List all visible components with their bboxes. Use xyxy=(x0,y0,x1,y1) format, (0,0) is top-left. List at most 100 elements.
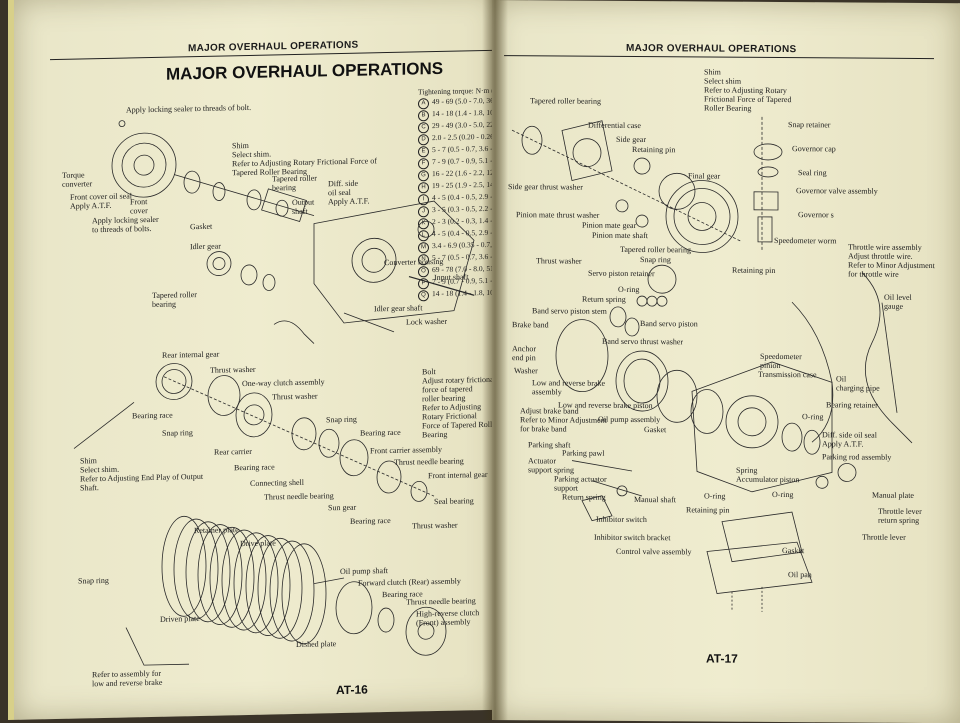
label-washer: Washer xyxy=(514,366,538,376)
label-refer-assembly: Refer to assembly for low and reverse br… xyxy=(92,668,163,689)
label-retaining-pin-3: Retaining pin xyxy=(686,505,730,515)
label-side-gear: Side gear xyxy=(616,134,646,145)
label-oil-level-gauge: Oil level gauge xyxy=(884,292,912,311)
torque-converter-shape xyxy=(111,132,177,198)
label-tapered-roller-bearing-1: Tapered roller bearing xyxy=(530,96,601,106)
label-manual-plate: Manual plate xyxy=(872,490,914,500)
bolt-shape xyxy=(118,120,126,128)
throttle-wire-shape xyxy=(861,272,913,444)
label-dished-plate: Dished plate xyxy=(296,639,337,649)
label-shim: Shim Select shim Refer to Adjusting Rota… xyxy=(704,67,792,113)
label-diff-side-oil-seal: Diff. side oil seal Apply A.T.F. xyxy=(822,430,877,449)
label-return-spring-2: Return spring xyxy=(562,492,606,502)
label-front-carrier: Front carrier assembly xyxy=(370,444,442,456)
oil-pump-shape xyxy=(690,389,724,434)
label-snap-ring-2: Snap ring xyxy=(326,414,357,425)
transmission-case-shape xyxy=(691,361,833,493)
clutch-plate-stack xyxy=(161,515,327,645)
forward-clutch-shape xyxy=(335,581,373,635)
label-side-gear-thrust-washer: Side gear thrust washer xyxy=(508,182,583,192)
label-o-ring-3: O-ring xyxy=(704,491,726,501)
label-governor-cap: Governor cap xyxy=(792,144,836,154)
converter-housing-shape xyxy=(313,200,475,324)
label-seal-bearing: Seal bearing xyxy=(434,496,474,507)
label-thrust-washer-2: Thrust washer xyxy=(272,391,318,402)
label-connecting-shell: Connecting shell xyxy=(250,477,304,488)
label-anchor-end-pin: Anchor end pin xyxy=(512,344,536,363)
left-page: MAJOR OVERHAUL OPERATIONS MAJOR OVERHAUL… xyxy=(8,0,529,720)
label-diff-side-oil-seal: Diff. side oil seal Apply A.T.F. xyxy=(328,178,370,207)
label-low-reverse-piston: Low and reverse brake piston xyxy=(558,400,653,411)
label-o-ring-4: O-ring xyxy=(772,489,794,500)
right-page: MAJOR OVERHAUL OPERATIONS xyxy=(492,0,960,723)
label-oil-pan: Oil pan xyxy=(788,570,812,580)
label-retaining-pin-2: Retaining pin xyxy=(732,265,776,275)
label-governor-shaft: Governor s xyxy=(798,210,834,220)
governor-valve-shape xyxy=(753,191,779,211)
label-speedometer-pinion: Speedometer pinion xyxy=(760,351,802,371)
label-rear-internal-gear: Rear internal gear xyxy=(162,349,220,360)
label-speedometer-worm: Speedometer worm xyxy=(774,235,837,246)
side-gear-shape xyxy=(658,172,696,210)
label-band-servo-piston-stem: Band servo piston stem xyxy=(532,306,607,316)
front-carrier-shape xyxy=(339,439,369,477)
inhibitor-switch-shape xyxy=(581,495,613,522)
differential-case-shape xyxy=(561,120,613,182)
label-rear-carrier: Rear carrier xyxy=(214,446,252,457)
label-front-cover-oil-seal: Front cover oil seal Apply A.T.F. xyxy=(70,191,132,211)
governor-cap-shape xyxy=(753,143,783,161)
label-spring-accumulator: Spring Accumulator piston xyxy=(736,465,800,485)
label-low-reverse-brake: Low and reverse brake assembly xyxy=(532,378,606,397)
label-idler-gear: Idler gear xyxy=(190,241,221,252)
label-o-ring-1: O-ring xyxy=(618,284,640,295)
label-brake-band: Brake band xyxy=(512,320,549,330)
label-band-servo-piston: Band servo piston xyxy=(640,319,698,329)
label-final-gear: Final gear xyxy=(688,171,721,181)
final-gear-shape xyxy=(665,180,739,253)
idler-gear-shape xyxy=(206,251,232,276)
label-bearing-race-4: Bearing race xyxy=(350,515,391,526)
label-actuator-support-spring: Actuator support spring xyxy=(528,456,574,475)
label-pinion-mate-thrust-washer: Pinion mate thrust washer xyxy=(516,210,600,220)
label-output-shaft: Output shaft xyxy=(292,197,315,217)
label-gasket-2: Gasket xyxy=(782,546,805,556)
low-reverse-brake-shape xyxy=(615,350,669,412)
label-parking-rod: Parking rod assembly xyxy=(822,452,892,462)
label-band-servo-thrust-washer: Band servo thrust washer xyxy=(602,336,684,347)
label-locking-sealer-b: Apply locking sealer to threads of bolts… xyxy=(92,214,159,235)
label-adjust-brake-band: Adjust brake band Refer to Minor Adjustm… xyxy=(520,406,607,434)
label-idler-gear-shaft: Idler gear shaft xyxy=(374,303,423,314)
label-retaining-pin-1: Retaining pin xyxy=(632,144,676,155)
label-snap-ring-1: Snap ring xyxy=(162,428,193,438)
label-servo-piston-retainer: Servo piston retainer xyxy=(588,268,655,279)
label-lock-washer: Lock washer xyxy=(406,316,448,327)
label-differential-case: Differential case xyxy=(588,120,641,131)
control-valve-shape xyxy=(721,511,803,563)
label-thrust-washer-3: Thrust washer xyxy=(412,520,458,531)
label-seal-ring: Seal ring xyxy=(798,168,827,178)
high-reverse-clutch-shape xyxy=(405,606,447,656)
label-tapered-roller-bearing-left: Tapered roller bearing xyxy=(152,290,197,309)
label-front-internal-gear: Front internal gear xyxy=(428,469,488,481)
label-thrust-washer: Thrust washer xyxy=(536,256,582,266)
label-thrust-needle-3: Thrust needle bearing xyxy=(406,596,476,607)
book-gutter xyxy=(482,0,508,720)
label-retainer-plate: Retainer plate xyxy=(194,525,239,536)
label-gasket-1: Gasket xyxy=(644,425,667,435)
label-oil-charging-pipe: Oil charging pipe xyxy=(836,374,880,393)
label-tapered-roller-bearing-2: Tapered roller bearing xyxy=(620,244,691,255)
label-driven-plate: Driven plate xyxy=(160,613,200,624)
label-tapered-roller-bearing-top: Tapered roller bearing xyxy=(272,173,317,193)
left-page-number: AT-16 xyxy=(336,682,368,698)
one-way-clutch-shape xyxy=(207,375,241,416)
label-thrust-washer-1: Thrust washer xyxy=(210,364,256,375)
left-exploded-diagram xyxy=(73,120,475,666)
label-throttle-lever-spring: Throttle lever return spring xyxy=(878,506,922,525)
label-pinion-mate-shaft: Pinion mate shaft xyxy=(592,230,648,241)
label-sun-gear: Sun gear xyxy=(328,502,357,513)
label-bearing-race-3: Bearing race xyxy=(234,462,275,473)
label-governor-valve: Governor valve assembly xyxy=(796,186,878,196)
label-inhibitor-switch-bracket: Inhibitor switch bracket xyxy=(594,532,671,543)
label-return-spring-1: Return spring xyxy=(582,294,626,304)
